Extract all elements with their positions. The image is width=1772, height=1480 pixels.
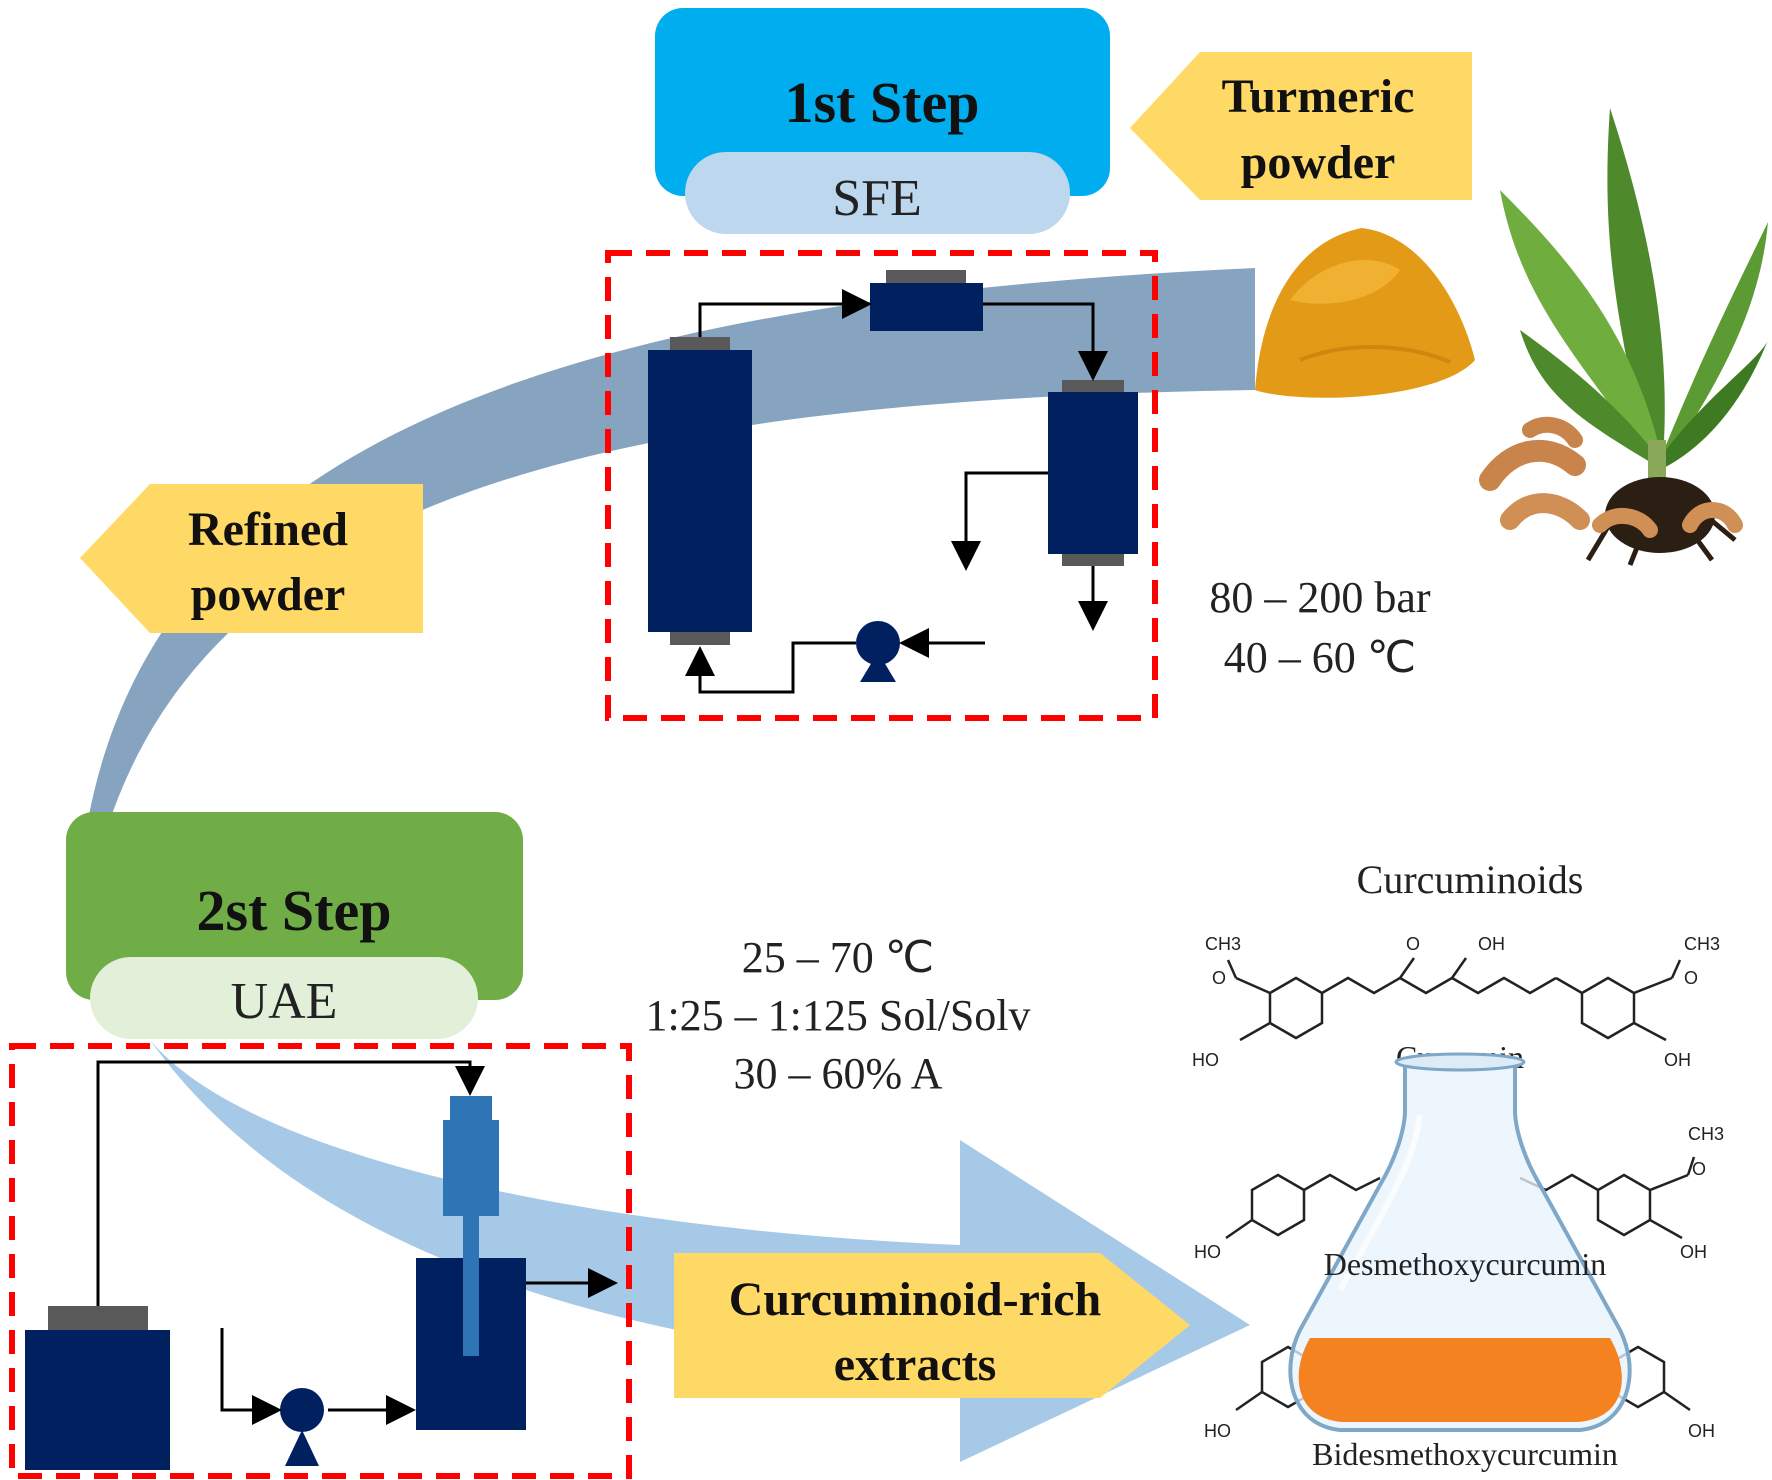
curcumin-ch3-left: CH3 xyxy=(1205,934,1241,954)
step2-method-pill xyxy=(90,957,478,1039)
step2-header-box xyxy=(66,812,523,1000)
bidesmethoxy-oh: OH xyxy=(1688,1421,1715,1441)
step1-title: 1st Step xyxy=(785,70,980,135)
sfe-pump xyxy=(856,621,900,665)
desmethoxy-ho: HO xyxy=(1194,1242,1221,1262)
orange-extract-liquid xyxy=(1298,1338,1622,1422)
step1-method-pill xyxy=(685,152,1070,234)
curcumin-structure xyxy=(1226,957,1682,1042)
sfe-separator-vessel xyxy=(1048,392,1138,554)
step2-title: 2st Step xyxy=(197,878,392,943)
curcumin-o-left: O xyxy=(1212,968,1226,988)
curcumin-ho-left: HO xyxy=(1192,1050,1219,1070)
curcumin-oh-right: OH xyxy=(1664,1050,1691,1070)
uae-ratio: 1:25 – 1:125 Sol/Solv xyxy=(645,991,1030,1040)
uae-apparatus xyxy=(25,1060,618,1470)
refined-label-line1: Refined xyxy=(188,503,348,556)
step1-header-box xyxy=(655,8,1110,196)
extracts-label-line1: Curcuminoid-rich xyxy=(729,1273,1101,1326)
desmethoxy-ch3: CH3 xyxy=(1688,1124,1724,1144)
sfe-apparatus-border xyxy=(605,250,1158,721)
turmeric-powder-callout xyxy=(1130,52,1472,200)
turmeric-label-line1: Turmeric xyxy=(1222,70,1415,123)
desmethoxy-o: O xyxy=(1692,1159,1706,1179)
refined-powder-callout xyxy=(80,484,423,633)
curcumin-oh-center: OH xyxy=(1478,934,1505,954)
desmethoxycurcumin-structure xyxy=(1225,1156,1696,1240)
sfe-heater xyxy=(870,283,983,331)
step1-method: SFE xyxy=(832,170,922,227)
uae-amplitude: 30 – 60% A xyxy=(734,1049,943,1098)
turmeric-plant-image xyxy=(1479,108,1768,566)
turmeric-label-line2: powder xyxy=(1241,136,1396,189)
bidesmethoxy-ho: HO xyxy=(1204,1421,1231,1441)
compound-desmethoxycurcumin: Desmethoxycurcumin xyxy=(1324,1246,1607,1282)
refined-label-line2: powder xyxy=(191,568,346,621)
extracts-callout xyxy=(674,1253,1190,1398)
uae-apparatus-border xyxy=(9,1043,632,1479)
curcumin-o-center: O xyxy=(1406,934,1420,954)
erlenmeyer-flask xyxy=(1288,1052,1632,1432)
uae-generator xyxy=(25,1330,170,1470)
step2-method: UAE xyxy=(231,973,338,1030)
uae-temperature: 25 – 70 ℃ xyxy=(742,933,934,982)
curcumin-o-right: O xyxy=(1684,968,1698,988)
uae-pump xyxy=(280,1388,324,1432)
sfe-extraction-vessel xyxy=(648,350,752,632)
curcumin-ch3-right: CH3 xyxy=(1684,934,1720,954)
turmeric-powder-image xyxy=(1255,228,1475,398)
curcuminoids-heading: Curcuminoids xyxy=(1357,857,1584,902)
sfe-apparatus xyxy=(648,270,1138,694)
compound-bidesmethoxycurcumin: Bidesmethoxycurcumin xyxy=(1312,1436,1618,1472)
desmethoxy-oh: OH xyxy=(1680,1242,1707,1262)
extracts-label-line2: extracts xyxy=(834,1338,997,1391)
sfe-temperature: 40 – 60 ℃ xyxy=(1224,633,1416,682)
sfe-pressure: 80 – 200 bar xyxy=(1209,573,1431,622)
uae-ultrasonic-probe xyxy=(443,1120,499,1216)
